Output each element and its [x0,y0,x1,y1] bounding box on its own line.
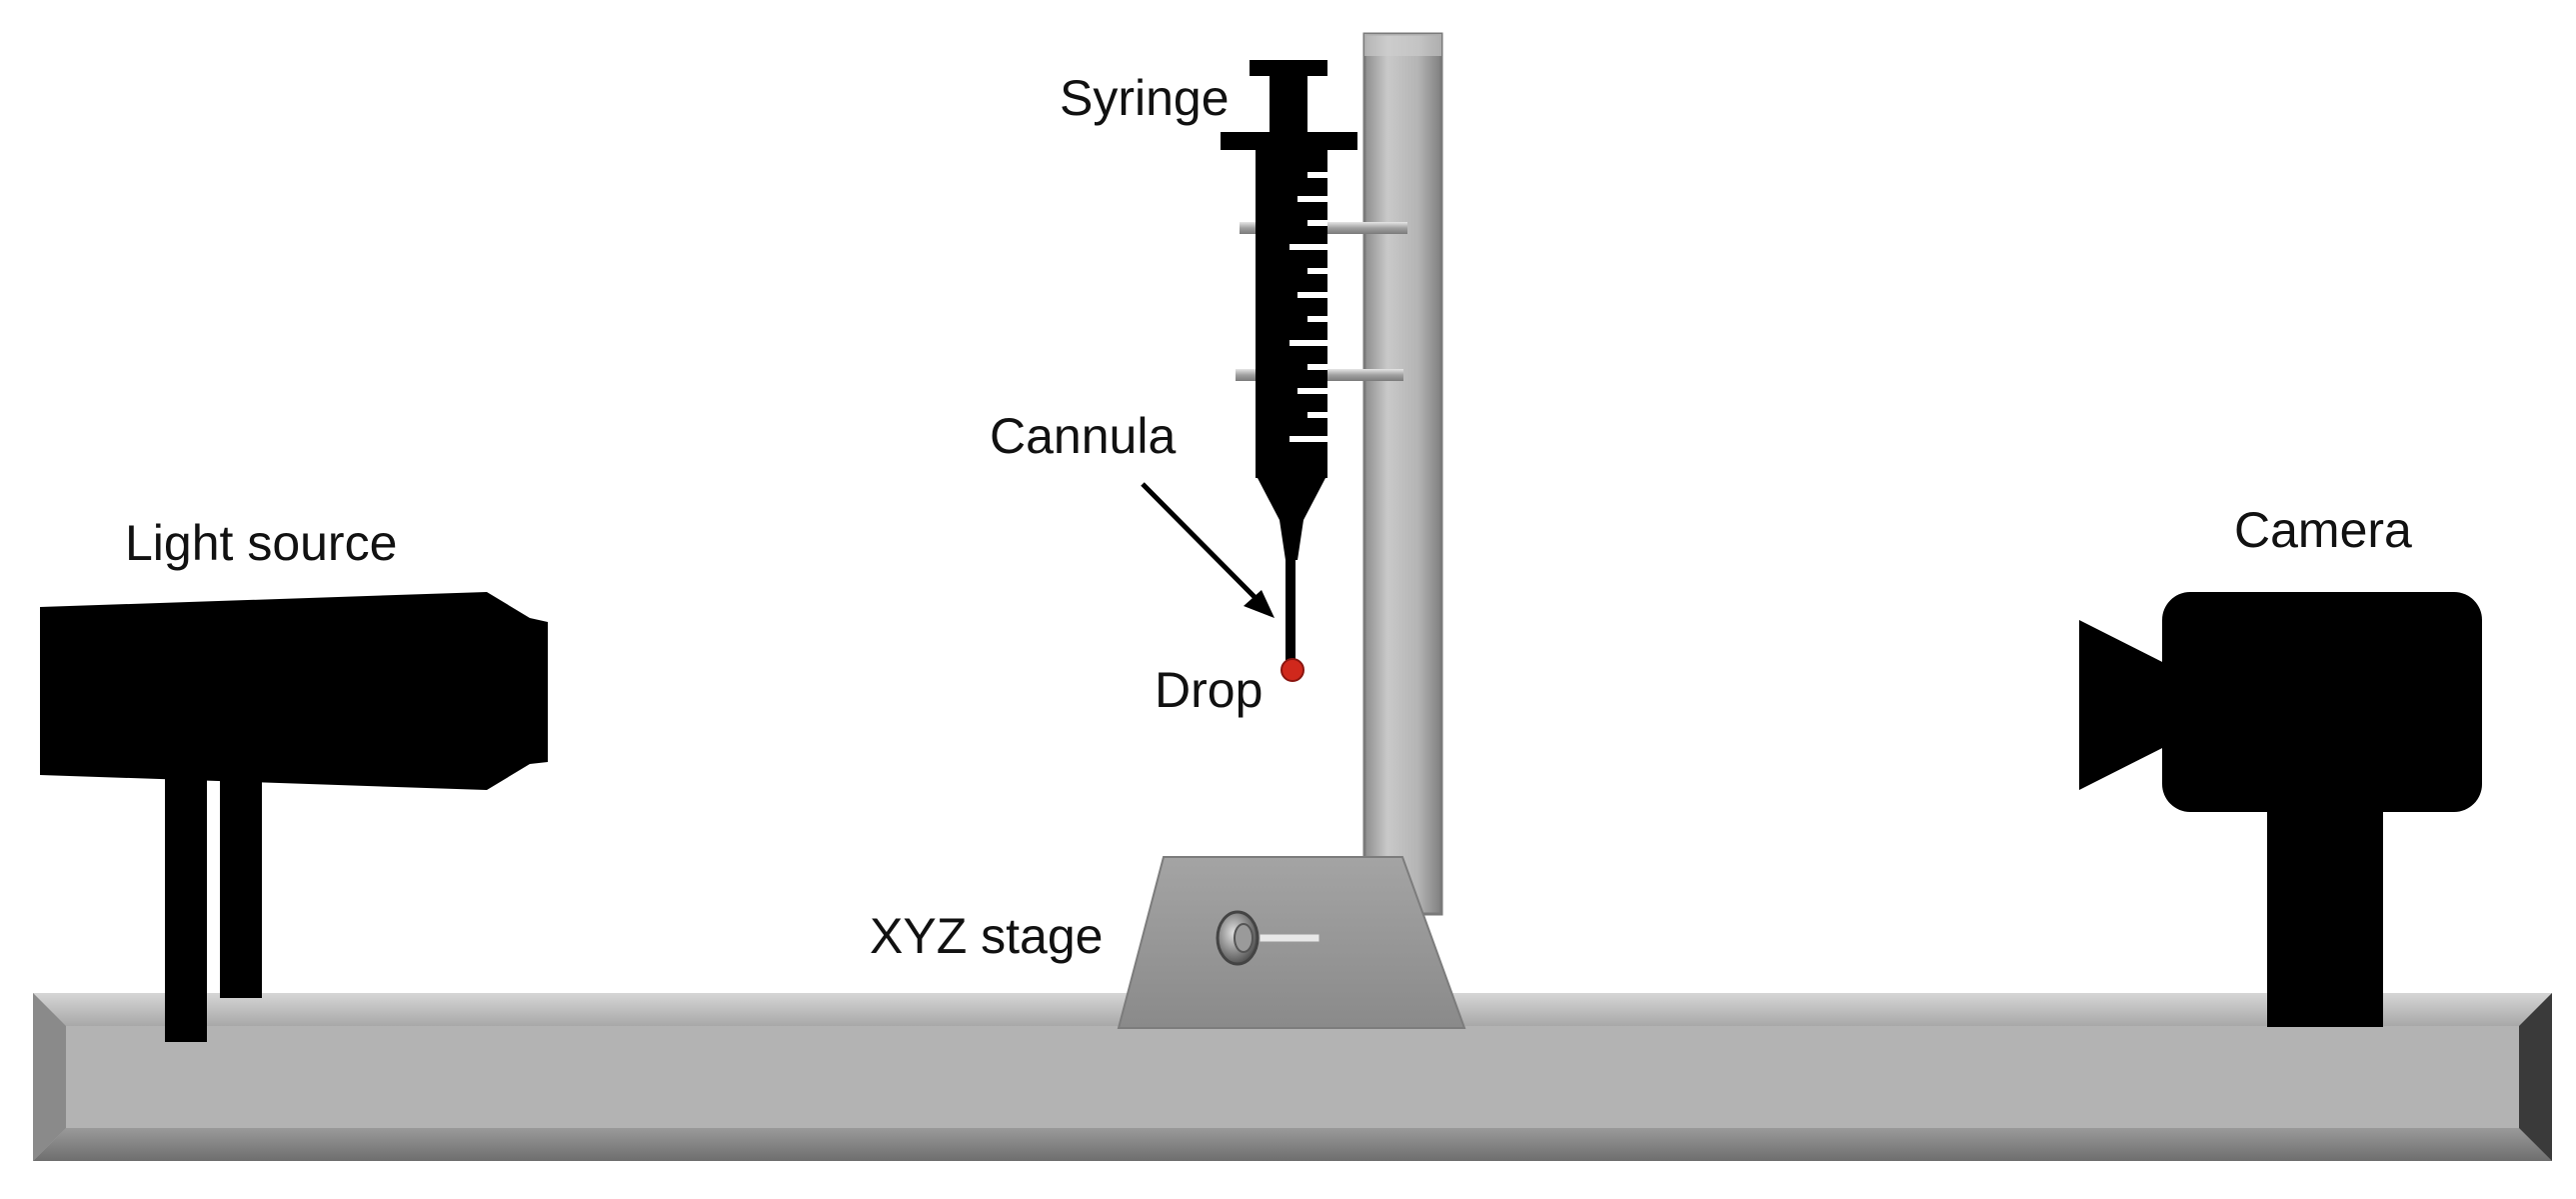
light-source-stand-back [220,770,262,998]
stage-adjustment-knob [1216,910,1320,966]
camera-body [2162,592,2482,812]
drop [1281,658,1304,682]
light-source-label: Light source [125,515,397,571]
cannula [1286,560,1295,660]
camera-lens [2079,620,2174,790]
camera-label: Camera [2234,502,2412,558]
xyz-stage-label: XYZ stage [870,908,1103,964]
cannula-label: Cannula [990,408,1176,464]
syringe [1221,60,1407,560]
camera-stand [2267,800,2383,1027]
drop-label: Drop [1155,662,1263,718]
light-source-stand-front [165,770,207,1042]
syringe-label: Syringe [1060,70,1230,126]
light-source [40,592,548,1042]
cannula-arrow [1141,482,1275,618]
camera [2079,592,2482,1027]
xyz-stage [1117,856,1466,1029]
vertical-pole [1362,32,1443,916]
